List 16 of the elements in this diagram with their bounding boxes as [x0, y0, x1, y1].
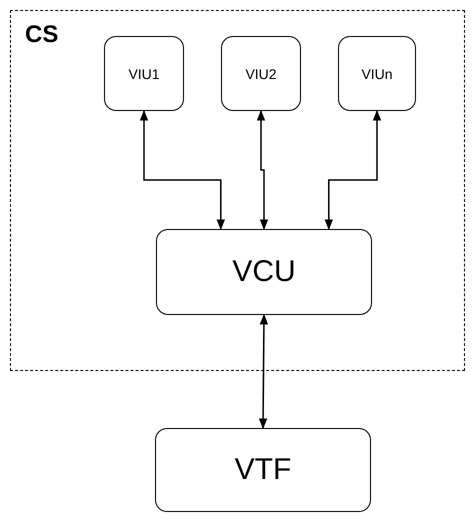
- node-label: VIU1: [128, 66, 160, 82]
- process-box: [156, 229, 372, 315]
- process-box: [104, 36, 184, 111]
- double-arrow: [140, 110, 225, 230]
- group-label: CS: [25, 21, 58, 49]
- process-box: [221, 36, 301, 111]
- double-arrow: [258, 314, 268, 430]
- process-box: [338, 36, 416, 111]
- group-boundary: [10, 10, 465, 371]
- node-label: VIU2: [245, 66, 277, 82]
- node-label: VCU: [232, 255, 296, 289]
- node-label: VTF: [234, 453, 292, 487]
- node-label: VIUn: [361, 66, 393, 82]
- double-arrow: [256, 110, 268, 230]
- double-arrow: [324, 110, 382, 230]
- process-box: [155, 428, 371, 512]
